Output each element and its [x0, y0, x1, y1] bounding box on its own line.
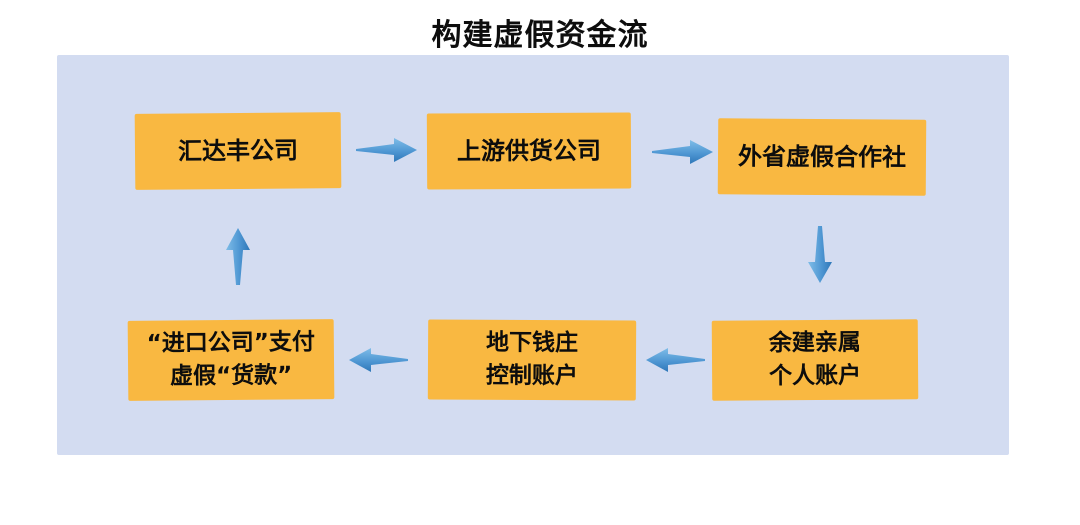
node-label: 上游供货公司 [456, 136, 602, 165]
node-label-line2: 个人账户 [769, 362, 862, 390]
node-underground-bank-accounts: 地下钱庄 控制账户 [427, 319, 637, 401]
diagram-title: 构建虚假资金流 [431, 18, 649, 53]
node-label: 外省虚假合作社 [737, 142, 907, 172]
node-label-line2: 虚假“货款” [169, 362, 293, 390]
arrow-left-icon [348, 347, 408, 373]
node-label-line1: 地下钱庄 [486, 329, 579, 356]
arrow-right-icon [356, 137, 418, 163]
node-import-company-payment: “进口公司”支付 虚假“货款” [127, 319, 335, 401]
arrow-left-icon [645, 347, 705, 373]
node-relatives-accounts: 余建亲属 个人账户 [711, 319, 919, 401]
arrow-up-icon [224, 228, 252, 286]
node-huidafeng-company: 汇达丰公司 [134, 112, 342, 190]
node-fake-cooperative: 外省虚假合作社 [717, 118, 927, 196]
node-upstream-supplier: 上游供货公司 [426, 112, 632, 190]
node-label-line1: “进口公司”支付 [146, 328, 316, 357]
node-label-line1: 余建亲属 [768, 329, 861, 356]
arrow-right-icon [652, 139, 714, 165]
node-label-line2: 控制账户 [485, 362, 578, 390]
diagram-panel: 汇达丰公司 上游供货公司 外省虚假合作社 余建亲属 个人账户 地下钱庄 控制账户… [57, 55, 1009, 455]
arrow-down-icon [806, 226, 834, 284]
node-label: 汇达丰公司 [177, 136, 299, 166]
